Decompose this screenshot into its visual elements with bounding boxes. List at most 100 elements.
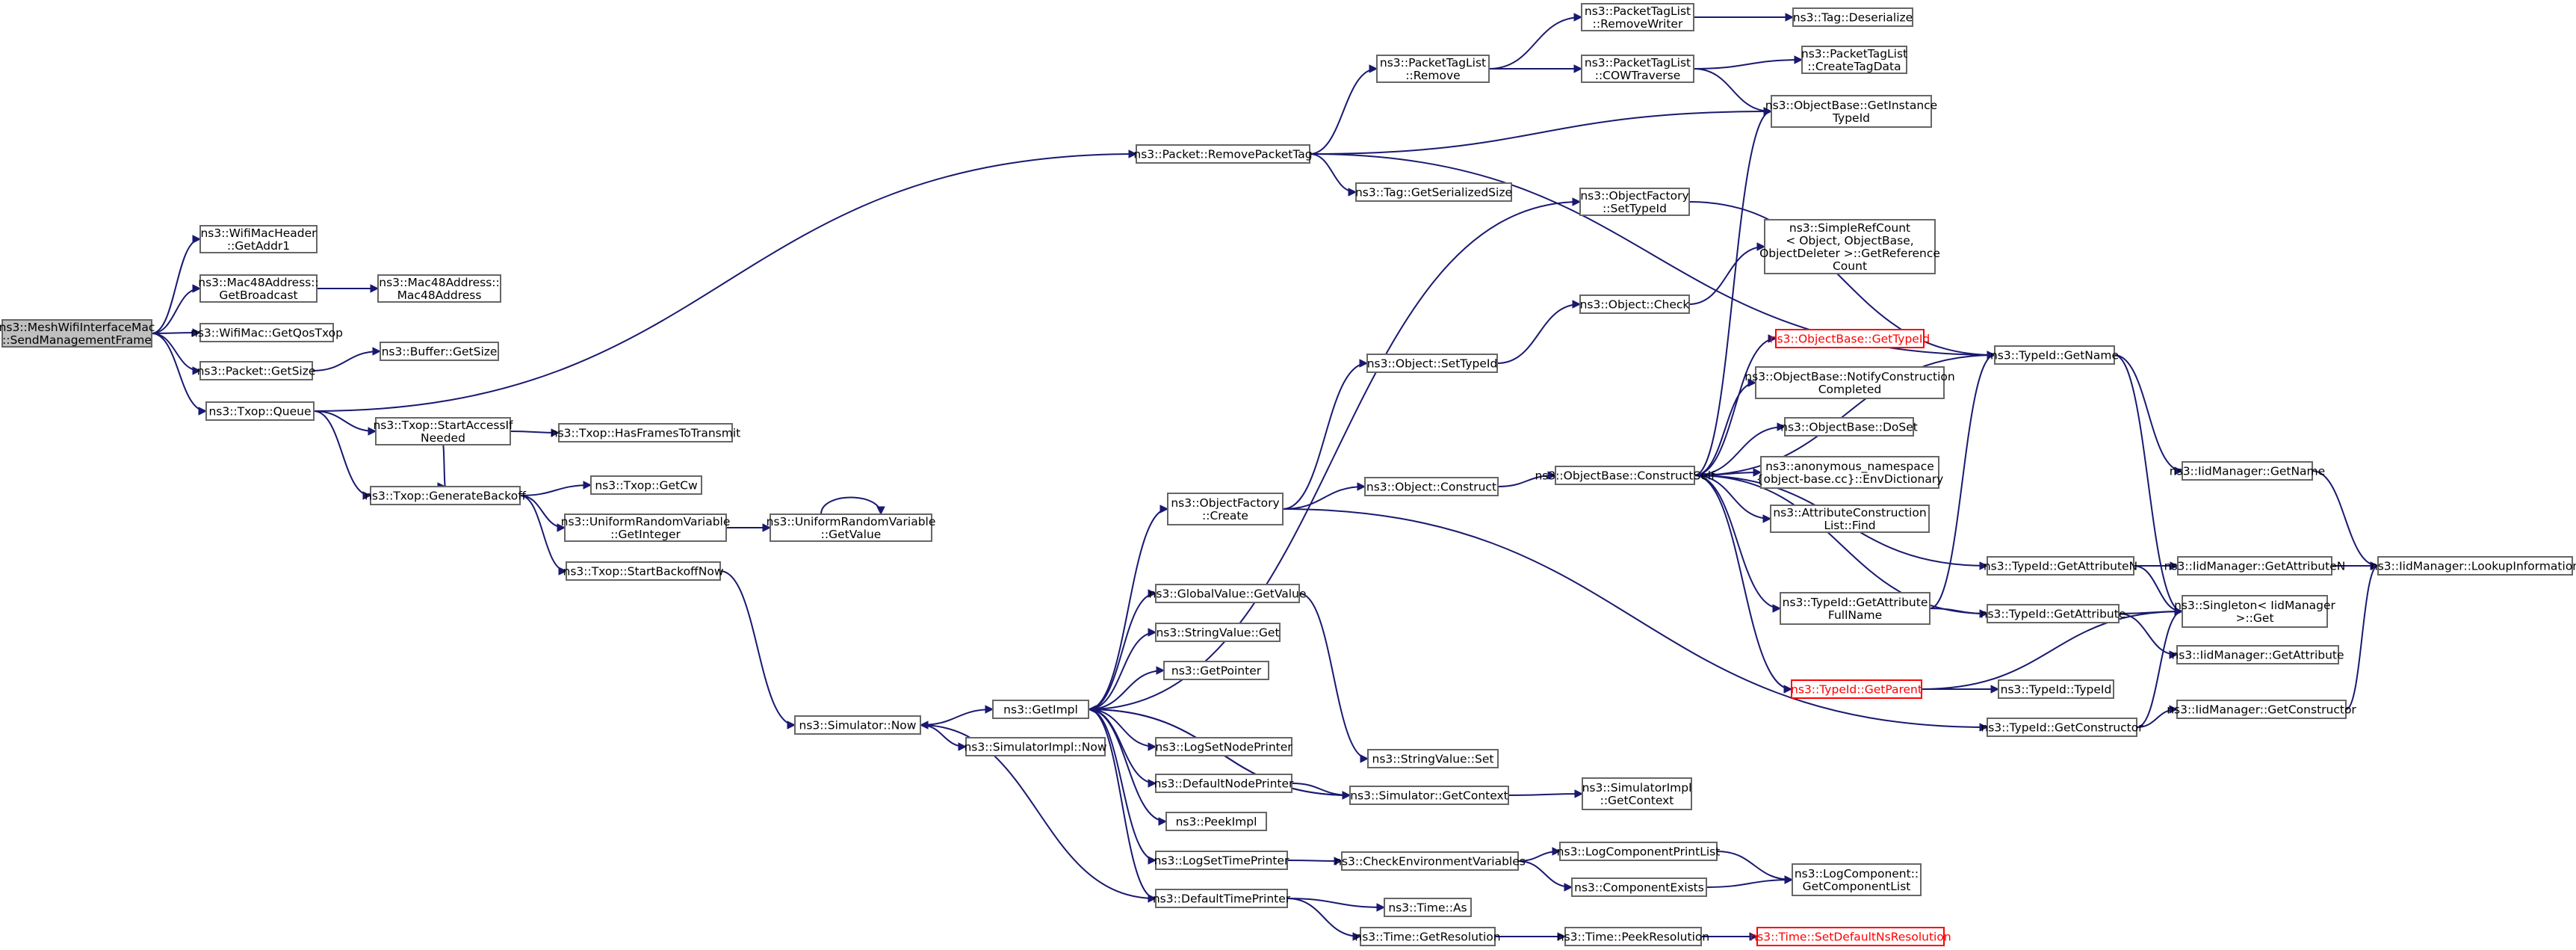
node-defaulttimeprinter[interactable]: ns3::DefaultTimePrinter [1153, 889, 1291, 908]
node-label: ns3::Packet::GetSize [197, 365, 316, 378]
node-label: ns3::UniformRandomVariable [767, 515, 936, 528]
node-globalvalueget[interactable]: ns3::GlobalValue::GetValue [1149, 584, 1307, 603]
node-root[interactable]: ns3::MeshWifiInterfaceMac::SendManagemen… [0, 319, 155, 348]
node-logcompprintlist[interactable]: ns3::LogComponentPrintList [1557, 842, 1721, 861]
node-timeas[interactable]: ns3::Time::As [1384, 898, 1472, 917]
node-objsettypeid[interactable]: ns3::Object::SetTypeId [1366, 354, 1498, 373]
node-mac48address[interactable]: ns3::Mac48Address::Mac48Address [377, 274, 501, 303]
arrowhead-getimpl-globalvalueget [1148, 589, 1157, 598]
arrowhead-ofcreate-typeidgetctor [1979, 723, 1989, 732]
node-timegetres[interactable]: ns3::Time::GetResolution [1354, 927, 1501, 946]
node-logsettimeprinter[interactable]: ns3::LogSetTimePrinter [1154, 851, 1289, 870]
node-box [992, 700, 1089, 719]
node-box [380, 342, 499, 361]
node-buffergetsize[interactable]: ns3::Buffer::GetSize [380, 342, 499, 361]
node-obconstructself[interactable]: ns3::ObjectBase::ConstructSelf [1535, 466, 1715, 485]
node-stringvalueget[interactable]: ns3::StringValue::Get [1155, 623, 1281, 642]
node-iidmgetctor[interactable]: ns3::IidManager::GetConstructor [2167, 700, 2356, 719]
edge-objcheck-simplerefcount [1688, 246, 1765, 305]
node-box [558, 423, 733, 442]
edge-ptlcow-ptlcreatetag [1693, 59, 1803, 70]
node-urvgetvalue[interactable]: ns3::UniformRandomVariable::GetValue [767, 513, 936, 542]
arrowhead-obconstructself-obnotify [1747, 378, 1757, 387]
node-genbackoff[interactable]: ns3::Txop::GenerateBackoff [365, 486, 526, 505]
node-timesetdefault[interactable]: ns3::Time::SetDefaultNsResolution [1750, 927, 1951, 946]
node-logcompgetlist[interactable]: ns3::LogComponent::GetComponentList [1792, 863, 1922, 896]
arrowhead-ptlremove-ptlcow [1573, 64, 1583, 73]
node-typeidgetname[interactable]: ns3::TypeId::GetName [1990, 345, 2119, 365]
node-box [1791, 679, 1922, 699]
node-stringvalueset[interactable]: ns3::StringValue::Set [1367, 749, 1499, 768]
node-timepeekres[interactable]: ns3::Time::PeekResolution [1557, 927, 1709, 946]
node-peekimpl[interactable]: ns3::PeekImpl [1165, 812, 1267, 831]
node-ptlremove[interactable]: ns3::PacketTagList::Remove [1376, 55, 1490, 83]
node-singletonget[interactable]: ns3::Singleton< IidManager>::Get [2174, 595, 2336, 628]
node-typeidgetattrn[interactable]: ns3::TypeId::GetAttributeN [1984, 556, 2137, 576]
node-box [199, 274, 318, 303]
node-typeidtypeid[interactable]: ns3::TypeId::TypeId [1998, 679, 2114, 699]
node-box [1987, 718, 2137, 737]
node-box [566, 561, 721, 581]
arrowhead-startbackoff-simnow [787, 721, 796, 730]
node-ptlremovewriter[interactable]: ns3::PacketTagList::RemoveWriter [1581, 3, 1694, 31]
node-ptlcreatetag[interactable]: ns3::PacketTagList::CreateTagData [1801, 46, 1907, 74]
node-getpointer[interactable]: ns3::GetPointer [1163, 661, 1269, 680]
node-typeidgetctor[interactable]: ns3::TypeId::GetConstructor [1981, 718, 2143, 737]
node-label: ns3::TypeId::GetName [1990, 349, 2119, 363]
node-getcw[interactable]: ns3::Txop::GetCw [590, 475, 702, 495]
node-box [564, 513, 727, 542]
node-objconstruct[interactable]: ns3::Object::Construct [1364, 477, 1499, 496]
node-logsetnodeprinter[interactable]: ns3::LogSetNodePrinter [1155, 737, 1292, 756]
node-simgetcontext[interactable]: ns3::Simulator::GetContext [1349, 786, 1509, 805]
node-iidmlookup[interactable]: ns3::IidManager::LookupInformation [2371, 556, 2576, 576]
node-tagdeserialize[interactable]: ns3::Tag::Deserialize [1792, 7, 1913, 27]
edge-obconstructself-obgettypeid [1694, 338, 1777, 476]
node-getqostxop[interactable]: ns3::WifiMac::GetQosTxop [191, 323, 343, 342]
node-iidmgetname[interactable]: ns3::IidManager::GetName [2170, 461, 2325, 481]
node-ofcreate[interactable]: ns3::ObjectFactory::Create [1167, 493, 1284, 525]
node-urvgetint[interactable]: ns3::UniformRandomVariable::GetInteger [561, 513, 731, 542]
node-checkenv[interactable]: ns3::CheckEnvironmentVariables [1334, 851, 1526, 871]
node-anonenv[interactable]: ns3::anonymous_namespace{object-base.cc}… [1756, 456, 1944, 489]
node-ofsettypeid[interactable]: ns3::ObjectFactory::SetTypeId [1579, 188, 1690, 216]
arrowhead-obconstructself-obgettypeid [1768, 334, 1777, 343]
node-getbroadcast[interactable]: ns3::Mac48Address::GetBroadcast [198, 274, 319, 303]
node-typeidgetparent[interactable]: ns3::TypeId::GetParent [1791, 679, 1922, 699]
node-simnow[interactable]: ns3::Simulator::Now [794, 715, 921, 735]
node-iidmgetattrn[interactable]: ns3::IidManager::GetAttributeN [2164, 556, 2346, 576]
node-compexists[interactable]: ns3::ComponentExists [1571, 877, 1707, 897]
node-typeidgetattr[interactable]: ns3::TypeId::GetAttribute [1981, 604, 2126, 623]
node-packetgetsize[interactable]: ns3::Packet::GetSize [197, 361, 316, 380]
node-startbackoff[interactable]: ns3::Txop::StartBackoffNow [563, 561, 724, 581]
arrowhead-getbroadcast-mac48address [370, 284, 380, 293]
node-getaddr1[interactable]: ns3::WifiMacHeader::GetAddr1 [199, 225, 318, 253]
node-removepackettag[interactable]: ns3::Packet::RemovePacketTag [1133, 144, 1313, 164]
node-simimplgetcontext[interactable]: ns3::SimulatorImpl::GetContext [1582, 777, 1692, 810]
node-label: ns3::LogSetTimePrinter [1154, 854, 1289, 868]
node-hasframes[interactable]: ns3::Txop::HasFramesToTransmit [551, 423, 741, 442]
node-iidmgetattr[interactable]: ns3::IidManager::GetAttribute [2171, 645, 2344, 664]
node-obgettypeid[interactable]: ns3::ObjectBase::GetTypeId [1770, 329, 1931, 348]
node-txopqueue[interactable]: ns3::Txop::Queue [205, 401, 315, 421]
node-obnotify[interactable]: ns3::ObjectBase::NotifyConstructionCompl… [1744, 366, 1955, 399]
node-label: TypeId [1832, 111, 1870, 125]
node-label: ns3::Time::As [1388, 901, 1467, 915]
arrowhead-compexists-logcompgetlist [1784, 875, 1794, 884]
node-objcheck[interactable]: ns3::Object::Check [1579, 294, 1690, 314]
node-defaultnodeprinter[interactable]: ns3::DefaultNodePrinter [1154, 774, 1294, 793]
node-obdoset[interactable]: ns3::ObjectBase::DoSet [1780, 417, 1918, 437]
node-label: ns3::IidManager::GetName [2170, 465, 2325, 478]
node-getimpl[interactable]: ns3::GetImpl [992, 700, 1089, 719]
node-simplerefcount[interactable]: ns3::SimpleRefCount< Object, ObjectBase,… [1759, 219, 1940, 274]
edge-obconstructself-obgetinstance [1694, 111, 1772, 476]
edge-removepackettag-ptlremove [1309, 68, 1378, 155]
node-simimplnow[interactable]: ns3::SimulatorImpl::Now [964, 737, 1107, 756]
node-taggetsersize[interactable]: ns3::Tag::GetSerializedSize [1355, 182, 1512, 202]
arrowhead-getimpl-defaultnodeprinter [1148, 779, 1157, 788]
arrowhead-txopqueue-startaccess [368, 427, 377, 436]
node-ptlcow[interactable]: ns3::PacketTagList::COWTraverse [1581, 55, 1694, 83]
